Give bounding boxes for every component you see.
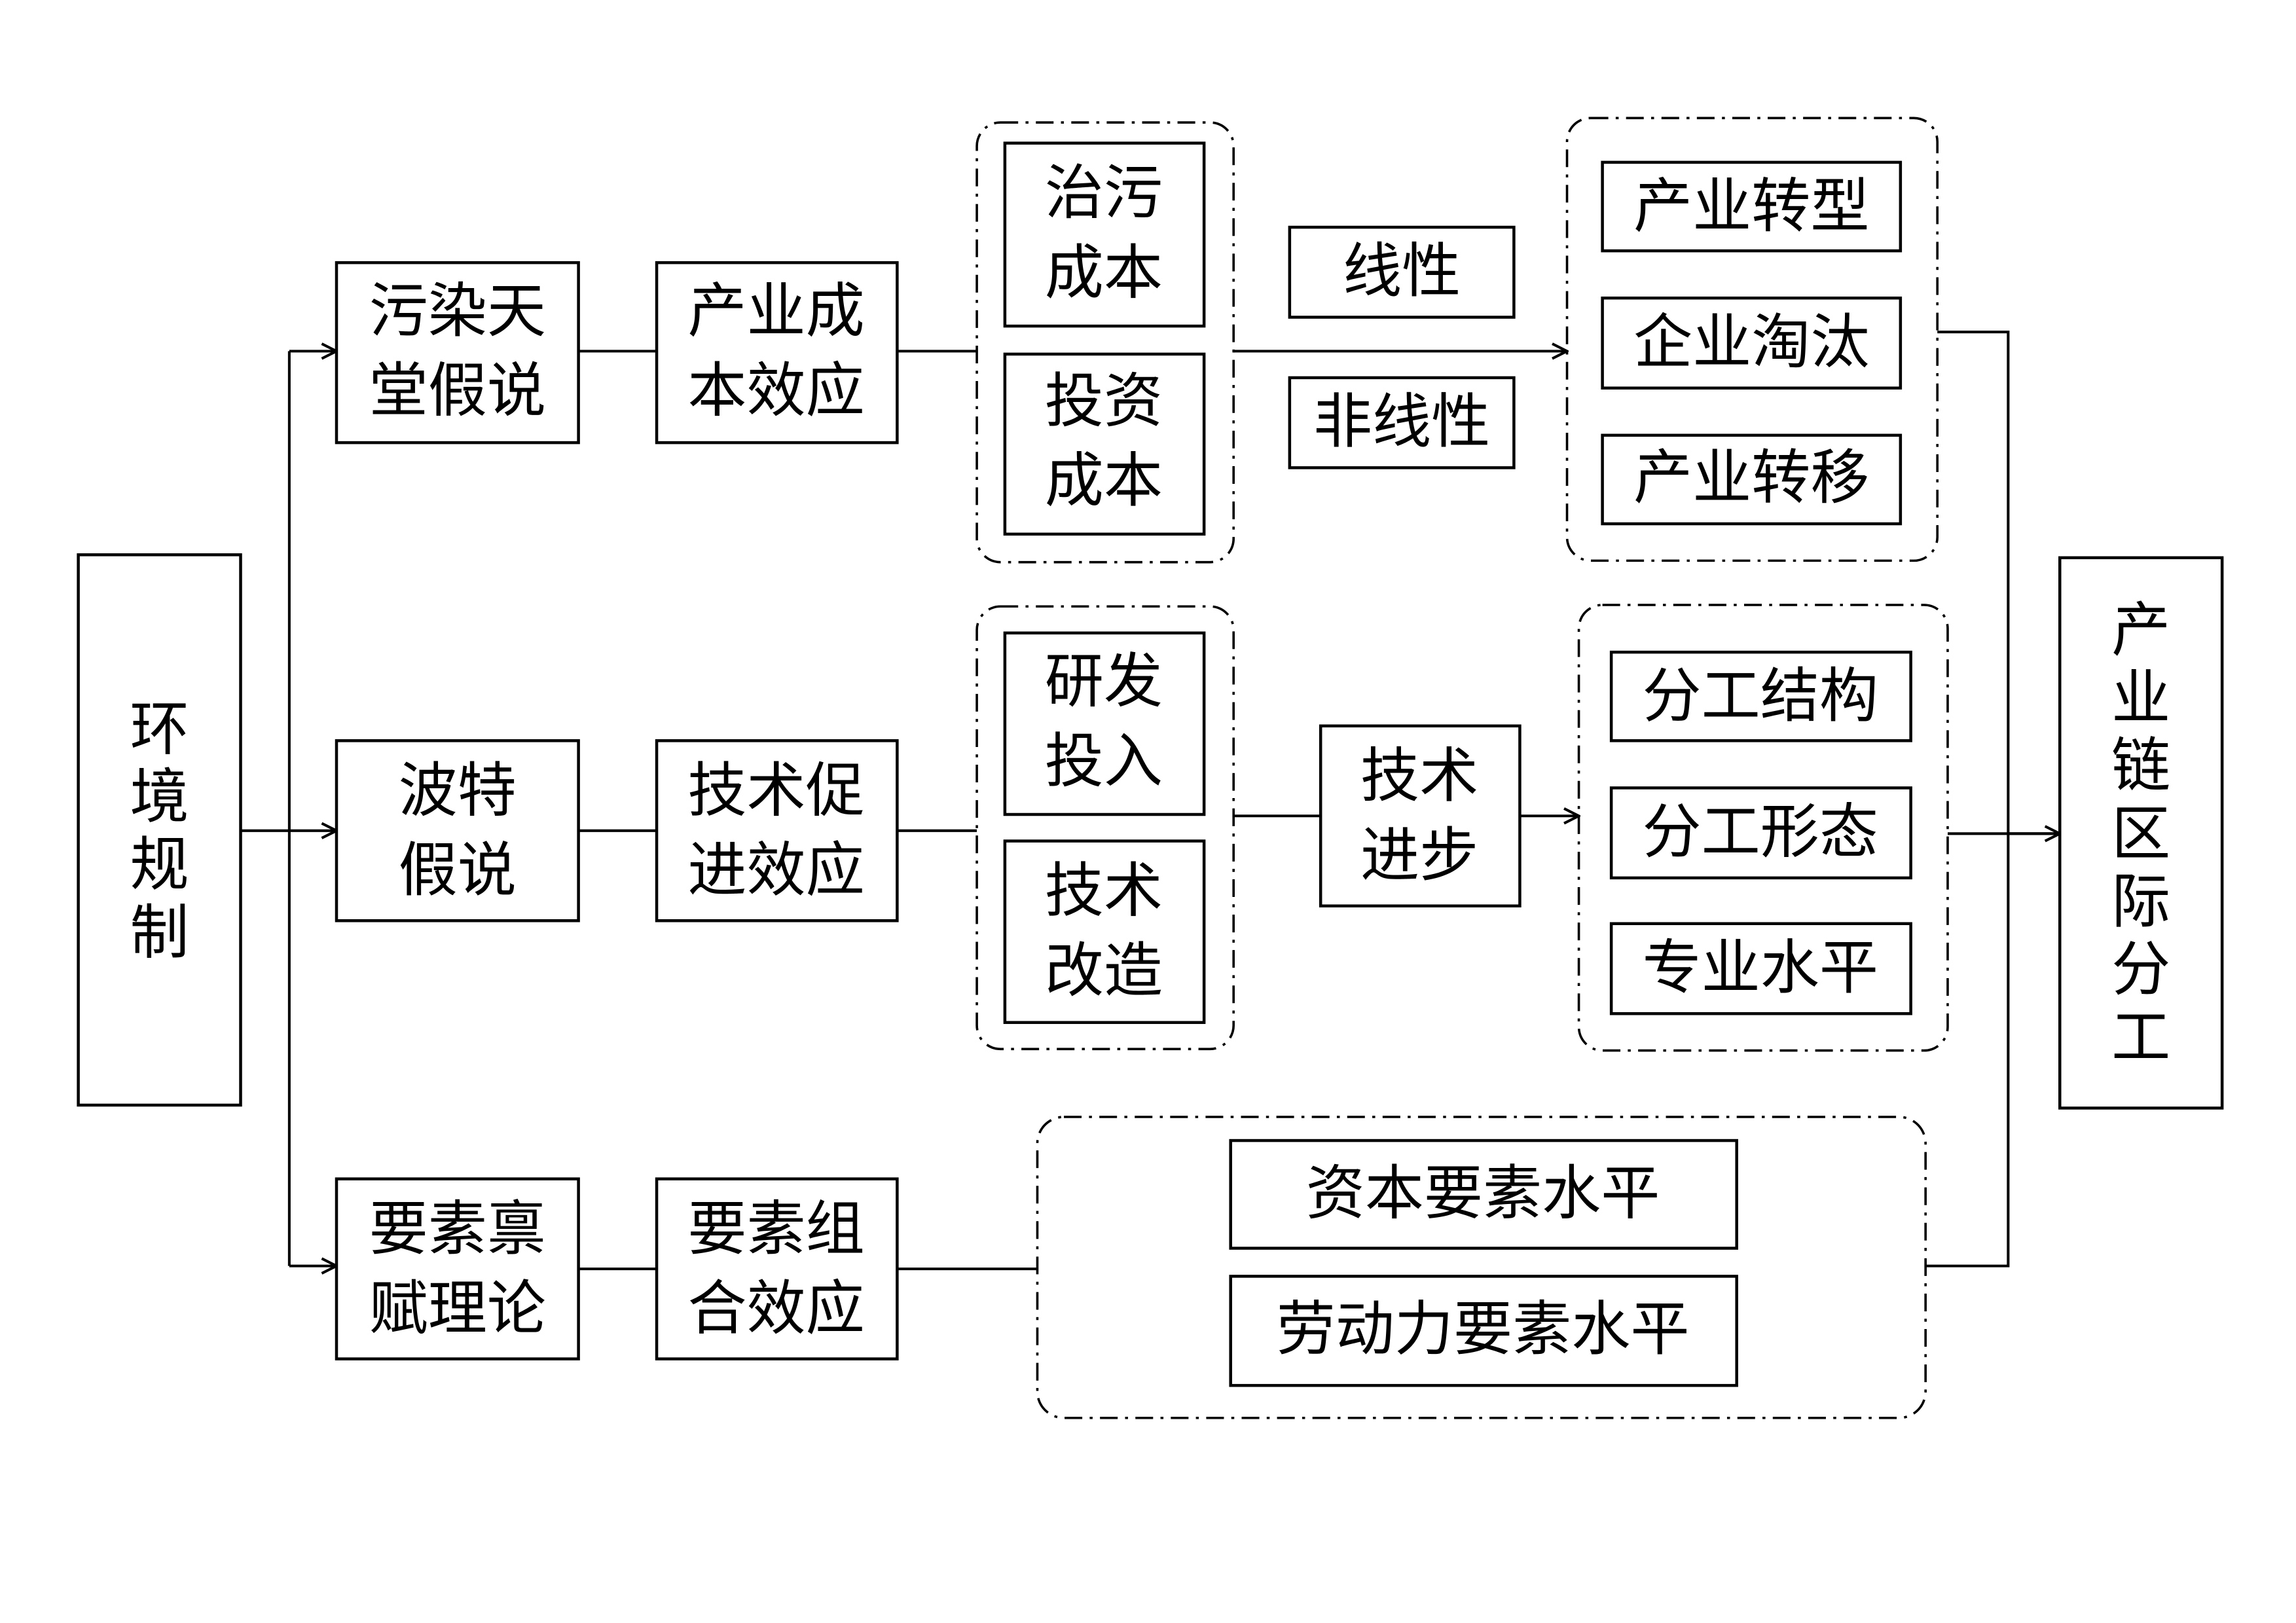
theory-1-line-2: 堂假说 bbox=[369, 357, 546, 426]
theory-2-line-1: 波特 bbox=[399, 756, 517, 825]
tech-progress-line-1: 技术 bbox=[1360, 742, 1478, 811]
factor-group-1: 治污 成本 投资 成本 bbox=[975, 121, 1235, 564]
vertical-char: 产 bbox=[2111, 596, 2170, 665]
vertical-char: 际 bbox=[2111, 867, 2170, 936]
factor-group-3: 资本要素水平 劳动力要素水平 bbox=[1036, 1116, 1927, 1419]
outcome-2-2-label: 分工形态 bbox=[1643, 798, 1879, 867]
factor-2-2-line-2: 改造 bbox=[1045, 936, 1163, 1005]
theory-2-line-2: 假说 bbox=[399, 836, 517, 905]
source-node: 环境规制 bbox=[77, 553, 242, 1107]
outcome-1-2-label: 企业淘汰 bbox=[1633, 308, 1870, 376]
effect-node-1: 产业成 本效应 bbox=[655, 261, 899, 445]
outcome-group-1: 产业转型 企业淘汰 产业转移 bbox=[1565, 117, 1939, 562]
factor-1-1-line-2: 成本 bbox=[1045, 238, 1163, 307]
mediator-linear-label: 线性 bbox=[1343, 237, 1461, 306]
vertical-char: 规 bbox=[130, 830, 189, 899]
factor-1-2-line-1: 投资 bbox=[1045, 367, 1163, 435]
effect-3-line-2: 合效应 bbox=[687, 1274, 864, 1343]
mediator-linear: 线性 bbox=[1288, 225, 1516, 319]
theory-3-line-2: 赋理论 bbox=[369, 1274, 546, 1343]
theory-1-line-1: 污染天 bbox=[369, 277, 546, 346]
vertical-char: 链 bbox=[2111, 731, 2170, 800]
vertical-char: 制 bbox=[130, 898, 189, 967]
theory-3-line-1: 要素禀 bbox=[369, 1195, 546, 1264]
outcome-1-1-label: 产业转型 bbox=[1633, 172, 1870, 241]
theory-node-1: 污染天 堂假说 bbox=[335, 261, 580, 445]
factor-2-1-line-2: 投入 bbox=[1045, 727, 1163, 795]
target-node: 产业链区际分工 bbox=[2058, 556, 2224, 1110]
vertical-char: 业 bbox=[2111, 663, 2170, 732]
effect-1-line-2: 本效应 bbox=[687, 357, 864, 426]
outcome-2-1-label: 分工结构 bbox=[1643, 662, 1879, 731]
factor-1-1-line-1: 治污 bbox=[1045, 159, 1163, 228]
vertical-char: 区 bbox=[2111, 799, 2170, 868]
vertical-char: 境 bbox=[130, 762, 189, 831]
effect-3-line-1: 要素组 bbox=[687, 1195, 864, 1264]
effect-1-line-1: 产业成 bbox=[687, 277, 864, 346]
theory-node-2: 波特 假说 bbox=[335, 739, 580, 922]
connectors bbox=[240, 331, 2060, 1269]
mediator-nonlinear: 非线性 bbox=[1288, 376, 1516, 469]
effect-2-line-2: 进效应 bbox=[687, 836, 864, 905]
target-label: 产业链区际分工 bbox=[2111, 596, 2170, 1072]
theory-node-3: 要素禀 赋理论 bbox=[335, 1177, 580, 1360]
source-label: 环境规制 bbox=[130, 695, 189, 967]
factor-2-1-line-1: 研发 bbox=[1045, 647, 1163, 716]
outcome-1-3-label: 产业转移 bbox=[1633, 444, 1870, 513]
factor-3-2-label: 劳动力要素水平 bbox=[1277, 1295, 1690, 1364]
outcome-2-3-label: 专业水平 bbox=[1643, 934, 1879, 1002]
mediator-nonlinear-label: 非线性 bbox=[1313, 388, 1490, 456]
effect-2-line-1: 技术促 bbox=[687, 756, 864, 825]
factor-2-2-line-1: 技术 bbox=[1045, 857, 1163, 926]
effect-node-2: 技术促 进效应 bbox=[655, 739, 899, 922]
vertical-char: 分 bbox=[2111, 935, 2170, 1004]
tech-progress-line-2: 进步 bbox=[1360, 822, 1478, 890]
factor-3-1-label: 资本要素水平 bbox=[1306, 1159, 1660, 1228]
factor-group-2: 研发 投入 技术 改造 bbox=[975, 605, 1235, 1051]
effect-node-3: 要素组 合效应 bbox=[655, 1177, 899, 1360]
mediator-tech-progress: 技术 进步 bbox=[1319, 724, 1522, 907]
vertical-char: 工 bbox=[2111, 1003, 2170, 1072]
outcome-group-2: 分工结构 分工形态 专业水平 bbox=[1577, 604, 1949, 1052]
connector-outcomes-merge bbox=[1925, 331, 2060, 1267]
factor-1-2-line-2: 成本 bbox=[1045, 447, 1163, 515]
vertical-char: 环 bbox=[130, 695, 189, 763]
connector-source-trunk bbox=[240, 351, 291, 1266]
